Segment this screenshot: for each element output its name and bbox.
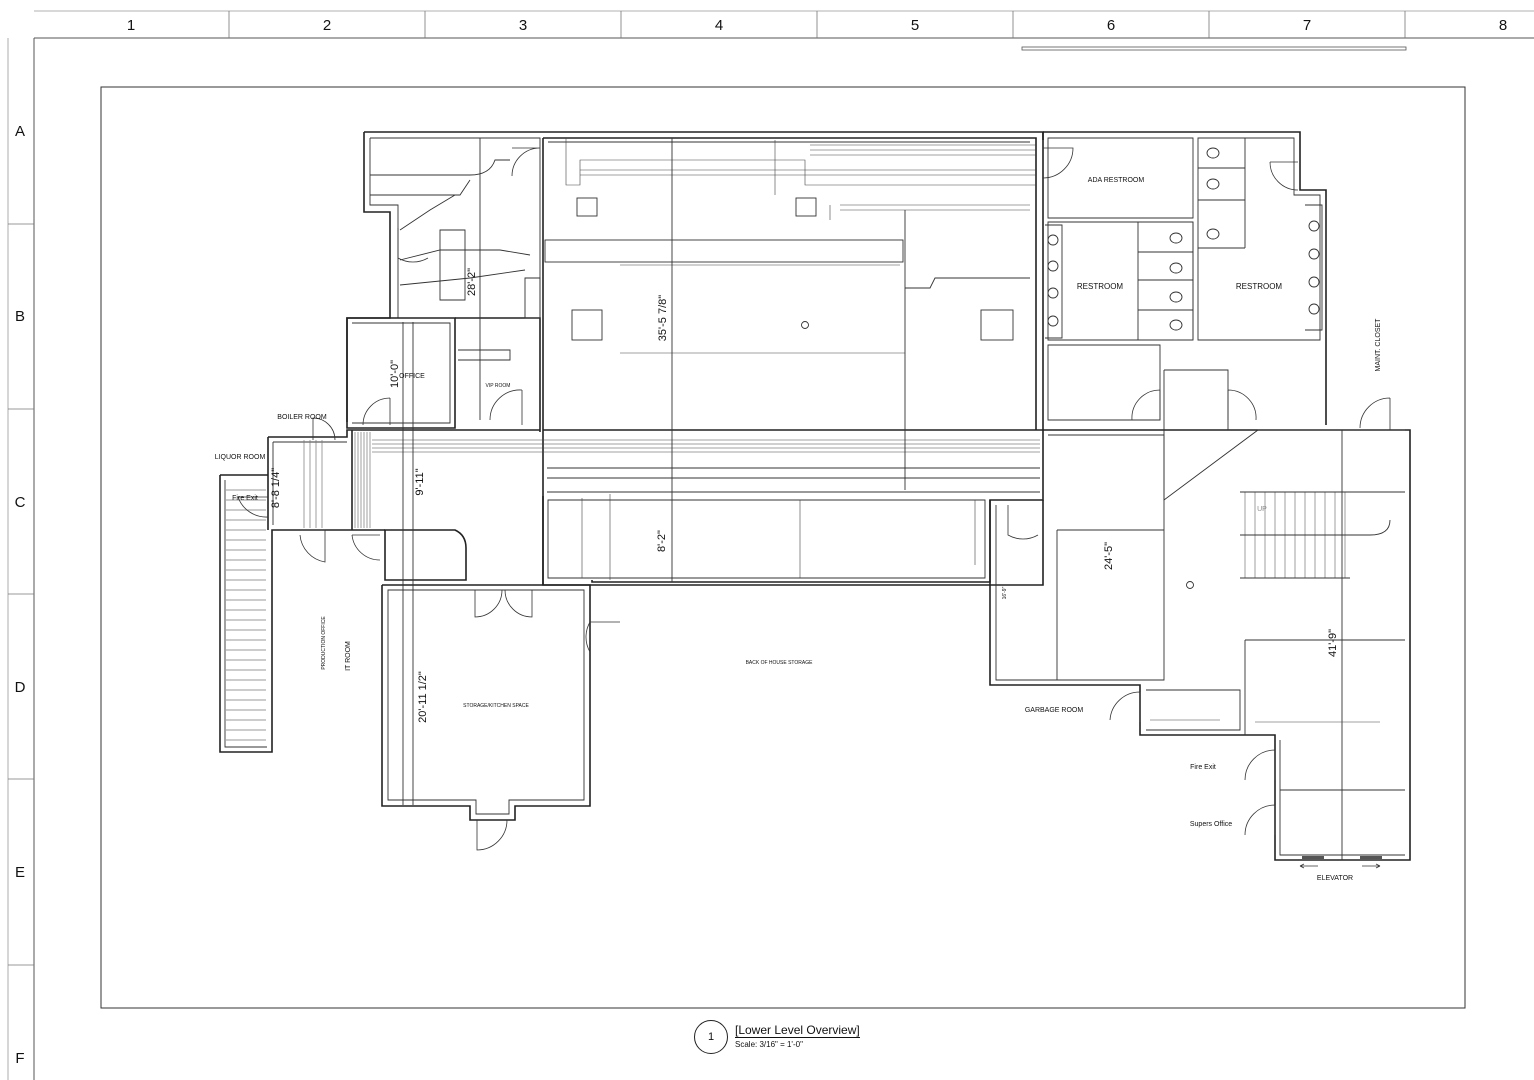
grid-row-c: C <box>15 494 26 511</box>
grid-row-d: D <box>15 679 26 696</box>
label-back-of-house: BACK OF HOUSE STORAGE <box>746 660 814 666</box>
label-elevator: ELEVATOR <box>1317 875 1353 882</box>
label-production-office: PRODUCTION OFFICE <box>321 616 327 670</box>
dim-20-11: 20'-11 1/2" <box>417 671 429 723</box>
grid-col-6: 6 <box>1107 17 1115 34</box>
building-walls <box>219 131 1411 861</box>
ductwork <box>370 138 1380 805</box>
label-ada-restroom: ADA RESTROOM <box>1088 177 1145 184</box>
dim-24-5: 24'-5" <box>1103 542 1115 570</box>
label-supers-office: Supers Office <box>1190 821 1232 828</box>
stair-hatches <box>226 432 1405 741</box>
dim-8-8: 8'-8 1/4" <box>270 468 282 508</box>
label-fire-exit-1: Fire Exit <box>232 495 258 502</box>
drawing-scale: Scale: 3/16" = 1'-0" <box>735 1040 803 1049</box>
dim-41-9: 41'-9" <box>1327 629 1339 657</box>
plumbing-fixtures <box>1045 147 1323 339</box>
label-maint-closet: MAINT. CLOSET <box>1375 318 1382 372</box>
label-it-room: IT ROOM <box>345 641 352 671</box>
grid-col-3: 3 <box>519 17 527 34</box>
grid-col-5: 5 <box>911 17 919 34</box>
label-vip-room: VIP ROOM <box>486 383 511 389</box>
label-storage-kitchen: STORAGE/KITCHEN SPACE <box>463 703 529 709</box>
dim-28-2: 28'-2" <box>466 268 478 296</box>
grid-col-8: 8 <box>1499 17 1507 34</box>
label-boiler-room: BOILER ROOM <box>277 414 327 421</box>
dim-10-0: 10'-0" <box>389 360 401 388</box>
label-restroom-1: RESTROOM <box>1077 282 1124 291</box>
label-office: OFFICE <box>399 373 425 380</box>
grid-col-2: 2 <box>323 17 331 34</box>
elevator-arrows <box>1299 856 1382 869</box>
grid-col-1: 1 <box>127 17 135 34</box>
grid-row-b: B <box>15 308 25 325</box>
label-garbage-room: GARBAGE ROOM <box>1025 707 1084 714</box>
label-restroom-2: RESTROOM <box>1236 282 1283 291</box>
grid-col-7: 7 <box>1303 17 1311 34</box>
grid-col-4: 4 <box>715 17 723 34</box>
drawing-title-block: 1 [Lower Level Overview] Scale: 3/16" = … <box>694 1020 894 1060</box>
grid-frame <box>7 10 1534 1080</box>
grid-row-a: A <box>15 123 25 140</box>
label-fire-exit-2: Fire Exit <box>1190 764 1216 771</box>
grid-row-f: F <box>15 1050 24 1067</box>
drawing-number: 1 <box>694 1020 728 1054</box>
dim-9-11: 9'-11" <box>414 468 426 495</box>
label-stair-up: UP <box>1257 506 1267 513</box>
doors <box>237 147 1391 851</box>
dim-35-5: 35'-5 7/8" <box>657 295 669 341</box>
grid-row-e: E <box>15 864 25 881</box>
dim-16-9: 16'-9" <box>1002 586 1008 599</box>
viewport-border <box>100 86 1466 1009</box>
drawing-title: [Lower Level Overview] <box>735 1023 860 1038</box>
label-liquor-room: LIQUOR ROOM <box>215 454 266 461</box>
dim-8-2: 8'-2" <box>656 530 668 552</box>
